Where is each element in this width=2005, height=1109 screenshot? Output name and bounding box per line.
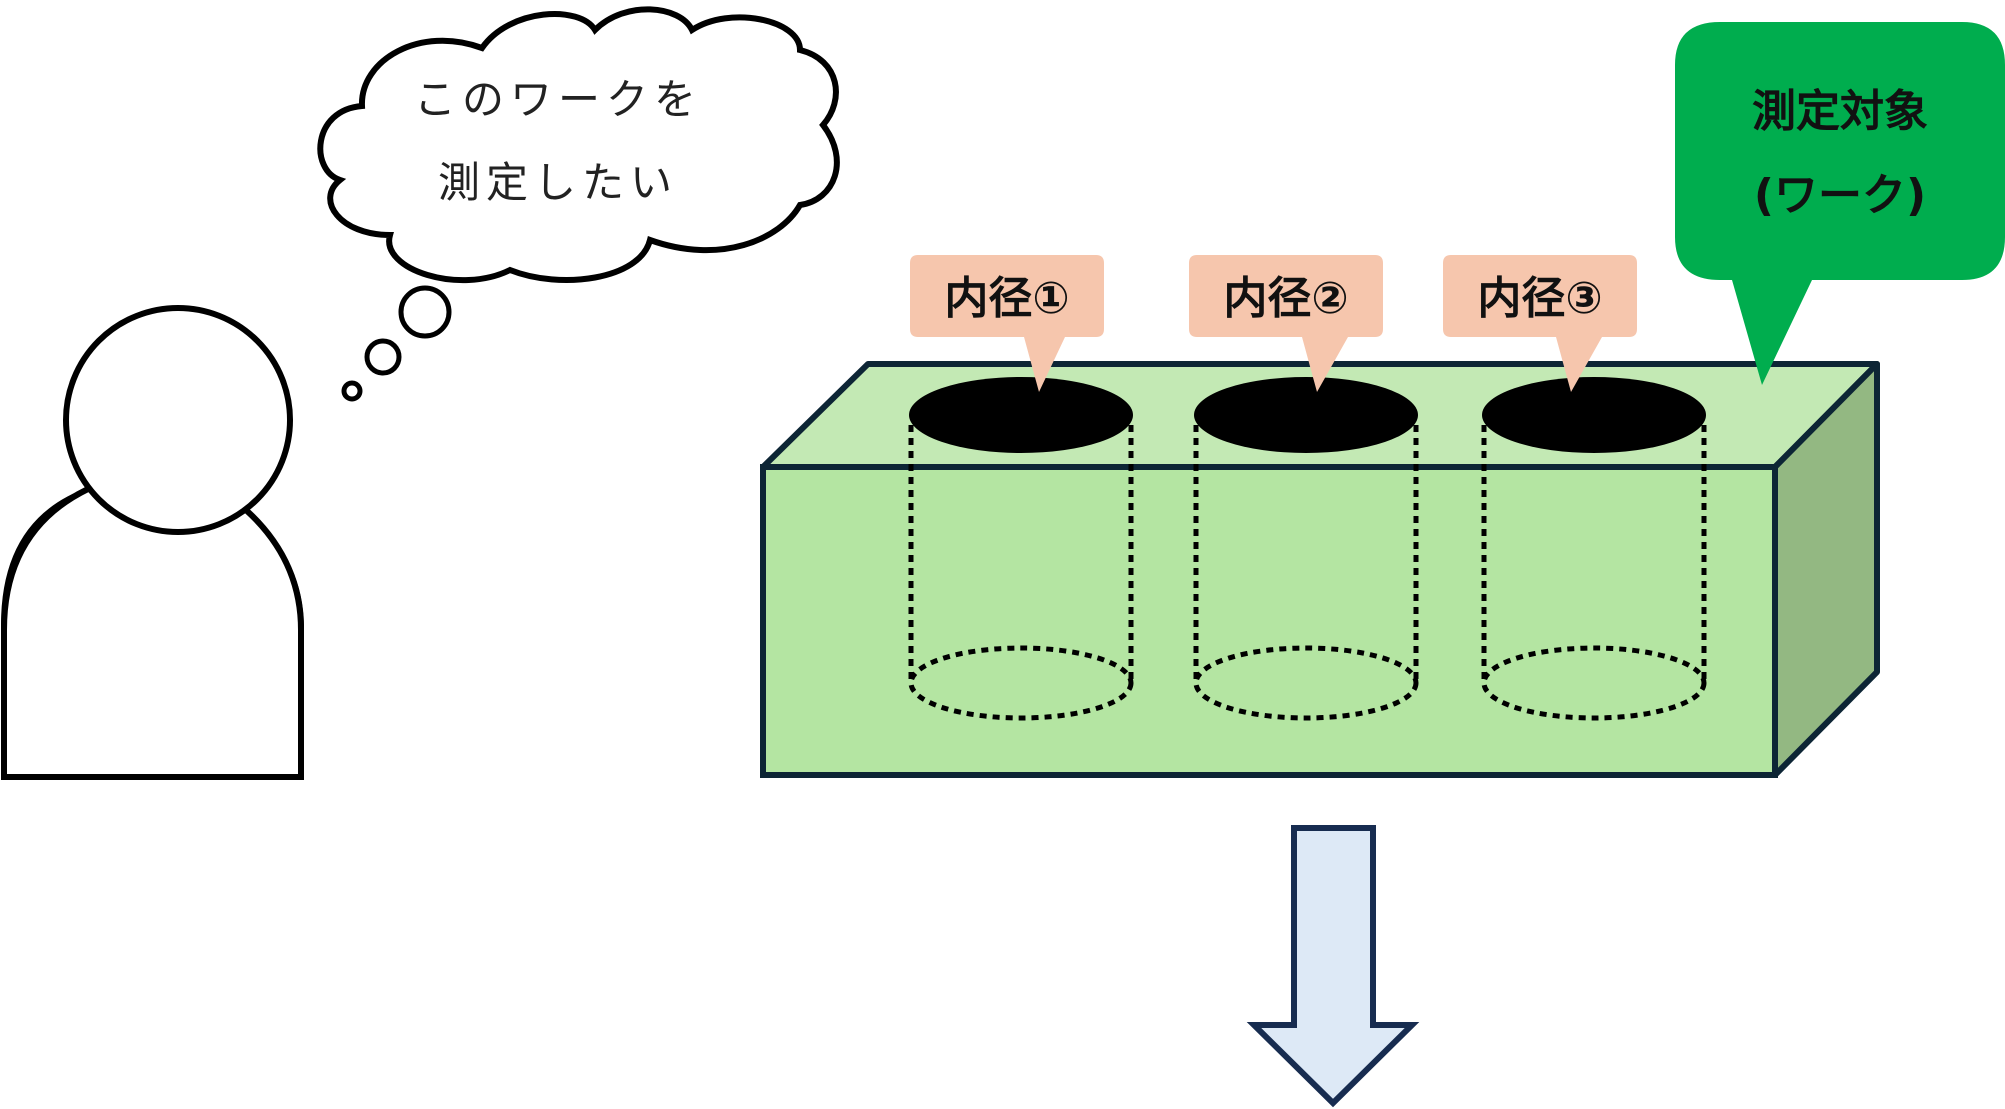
label-inner-diameter-3: 内径③: [1443, 255, 1637, 392]
target-text-line2: (ワーク): [1754, 170, 1926, 221]
thought-cloud: このワークを 測定したい: [317, 6, 840, 284]
hole-3-bottom: [1481, 645, 1707, 721]
thought-dot-large: [398, 285, 452, 339]
cloud-text-line1: このワークを: [414, 75, 702, 124]
label-inner-diameter-1: 内径①: [910, 255, 1104, 392]
thought-dots: [341, 285, 452, 402]
hole-1-bottom: [908, 645, 1134, 721]
label-2-callout: [1189, 255, 1383, 392]
hole-3-opening: [1482, 377, 1706, 453]
thought-dot-medium: [364, 338, 402, 376]
label-2-text: 内径②: [1223, 273, 1348, 324]
label-inner-diameter-2: 内径②: [1189, 255, 1383, 392]
person-head: [63, 305, 293, 535]
person-figure: [0, 305, 304, 780]
hole-2: [1193, 377, 1419, 721]
hole-2-bottom: [1193, 645, 1419, 721]
hole-1: [908, 377, 1134, 721]
person-body-outline: [0, 486, 304, 780]
cloud-text-line2: 測定したい: [438, 158, 678, 207]
box-front-face: [760, 464, 1778, 778]
hole-1-opening: [909, 377, 1133, 453]
target-text-line1: 測定対象: [1752, 86, 1928, 137]
target-callout-shape: [1675, 22, 2005, 385]
label-1-text: 内径①: [944, 273, 1069, 324]
hole-3: [1481, 377, 1707, 721]
hole-2-opening: [1194, 377, 1418, 453]
down-arrow-icon: [1246, 825, 1420, 1108]
target-callout: 測定対象 (ワーク): [1675, 22, 2005, 385]
label-3-callout: [1443, 255, 1637, 392]
label-1-callout: [910, 255, 1104, 392]
thought-dot-small: [341, 380, 363, 402]
label-3-text: 内径③: [1477, 273, 1602, 324]
cloud-shape: [317, 6, 840, 284]
